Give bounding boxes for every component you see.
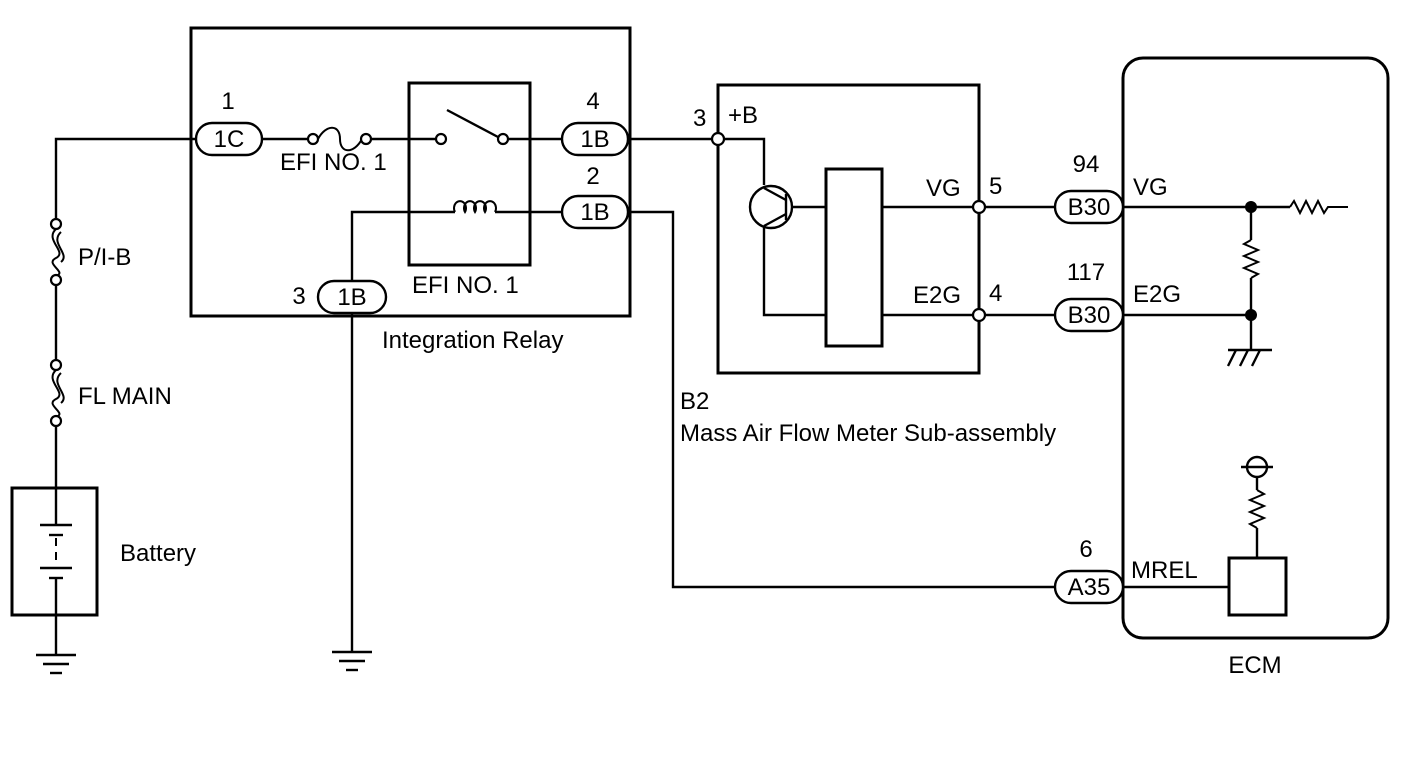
connector-a35-pin6: A35 6	[1053, 536, 1125, 605]
ecm-mrel-label: MREL	[1131, 557, 1198, 584]
relay-internal-wiring	[262, 108, 566, 672]
connector-1b-pin4-pin: 4	[586, 88, 599, 115]
connector-1b-pin4: 1B 4	[560, 88, 630, 157]
connector-a35-pin6-id: A35	[1068, 574, 1111, 601]
connector-1c-id: 1C	[214, 126, 245, 153]
fl-main-fuse-label: FL MAIN	[78, 383, 172, 410]
connector-1b-pin2-pin: 2	[586, 163, 599, 190]
connector-b30-pin94-id: B30	[1068, 194, 1111, 221]
maf-e2g-name: E2G	[913, 282, 961, 309]
maf-pin5-num: 5	[989, 173, 1002, 200]
ecm-vg-label: VG	[1133, 174, 1168, 201]
connector-1b-pin3-id: 1B	[337, 284, 366, 311]
connector-1b-pin4-id: 1B	[580, 126, 609, 153]
ecm-e2g-label: E2G	[1133, 281, 1181, 308]
connector-1b-pin3-pin: 3	[292, 283, 305, 310]
maf-pin3-num: 3	[693, 105, 706, 132]
efi-relay-box	[407, 81, 532, 267]
integration-relay-box	[189, 26, 632, 318]
connector-1b-pin2: 1B 2	[560, 163, 630, 230]
connector-b30-pin94-pin: 94	[1073, 151, 1100, 178]
integration-relay-label: Integration Relay	[382, 327, 563, 354]
maf-meter-box	[716, 83, 981, 375]
connector-1c: 1C 1	[194, 88, 264, 157]
efi-relay-label: EFI NO. 1	[412, 272, 519, 299]
ecm-label: ECM	[1228, 652, 1281, 679]
maf-code-label: B2	[680, 388, 709, 415]
connector-b30-pin94: B30 94	[1053, 151, 1125, 225]
maf-vg-name: VG	[926, 175, 961, 202]
battery-label: Battery	[120, 540, 196, 567]
interconnect-wires	[628, 137, 1055, 589]
efi-fuse-label: EFI NO. 1	[280, 149, 387, 176]
maf-internal	[710, 131, 987, 348]
maf-pin-b-name: +B	[728, 102, 758, 129]
connector-1b-pin3: 1B 3	[292, 279, 388, 315]
connector-b30-pin117: B30 117	[1053, 259, 1125, 333]
connector-1b-pin2-id: 1B	[580, 199, 609, 226]
pib-fuse-label: P/I-B	[78, 244, 131, 271]
maf-name-label: Mass Air Flow Meter Sub-assembly	[680, 420, 1056, 447]
connector-1c-pin: 1	[221, 88, 234, 115]
battery-box	[10, 486, 99, 617]
maf-pin4-num: 4	[989, 280, 1002, 307]
connector-b30-pin117-pin: 117	[1067, 259, 1105, 286]
supply-circuit	[36, 137, 196, 675]
connector-b30-pin117-id: B30	[1068, 302, 1111, 329]
ecm-box	[1121, 56, 1390, 640]
connector-a35-pin6-pin: 6	[1079, 536, 1092, 563]
ecm-internal	[1123, 198, 1348, 617]
